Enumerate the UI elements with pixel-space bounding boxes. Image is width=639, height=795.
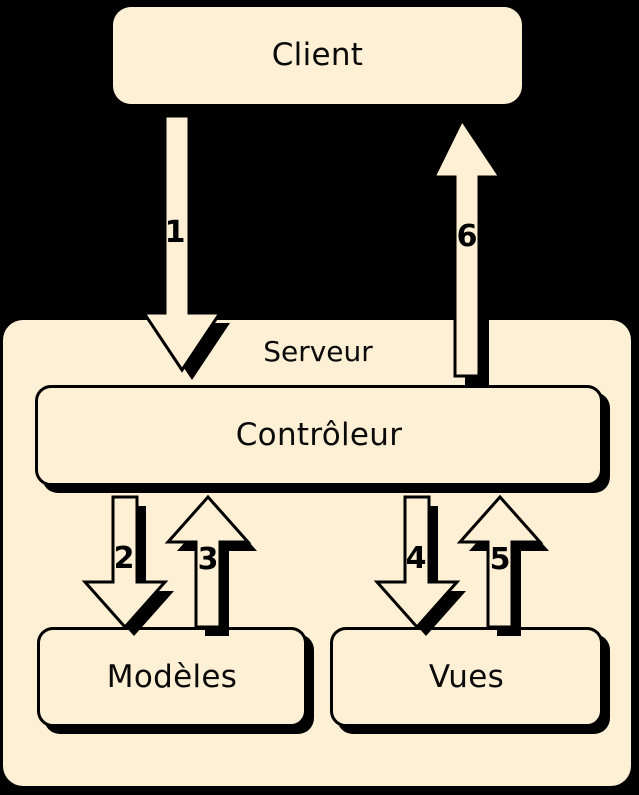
node-serveur-label: Serveur bbox=[263, 335, 373, 368]
arrow-flow-3: 3 bbox=[164, 492, 278, 637]
node-client-label: Client bbox=[271, 37, 364, 73]
arrow-1-body bbox=[141, 114, 223, 373]
arrow-flow-5: 5 bbox=[456, 492, 570, 637]
arrow-2-number: 2 bbox=[113, 541, 135, 576]
arrow-flow-2: 2 bbox=[81, 492, 195, 637]
arrow-3-body bbox=[164, 494, 252, 629]
node-modeles-label: Modèles bbox=[106, 658, 238, 695]
arrow-flow-1: 1 bbox=[132, 108, 242, 383]
arrow-4-number: 4 bbox=[405, 541, 427, 576]
node-vues: Vues bbox=[330, 627, 603, 727]
node-modeles: Modèles bbox=[37, 627, 307, 727]
arrow-5-body bbox=[456, 494, 544, 629]
arrow-1-shadow bbox=[154, 126, 230, 380]
arrow-4-body bbox=[373, 495, 461, 630]
arrow-5-number: 5 bbox=[489, 542, 511, 577]
arrow-flow-6: 6 bbox=[422, 112, 532, 387]
node-controleur-label: Contrôleur bbox=[235, 417, 403, 453]
node-vues-label: Vues bbox=[428, 658, 505, 695]
arrow-6-number: 6 bbox=[456, 219, 478, 254]
node-client: Client bbox=[113, 7, 522, 104]
arrow-6-body bbox=[431, 116, 503, 378]
arrow-2-body bbox=[81, 495, 169, 630]
arrow-flow-4: 4 bbox=[373, 492, 487, 637]
arrow-3-number: 3 bbox=[197, 542, 219, 577]
arrow-1-number: 1 bbox=[164, 215, 186, 250]
node-controleur: Contrôleur bbox=[35, 385, 603, 486]
